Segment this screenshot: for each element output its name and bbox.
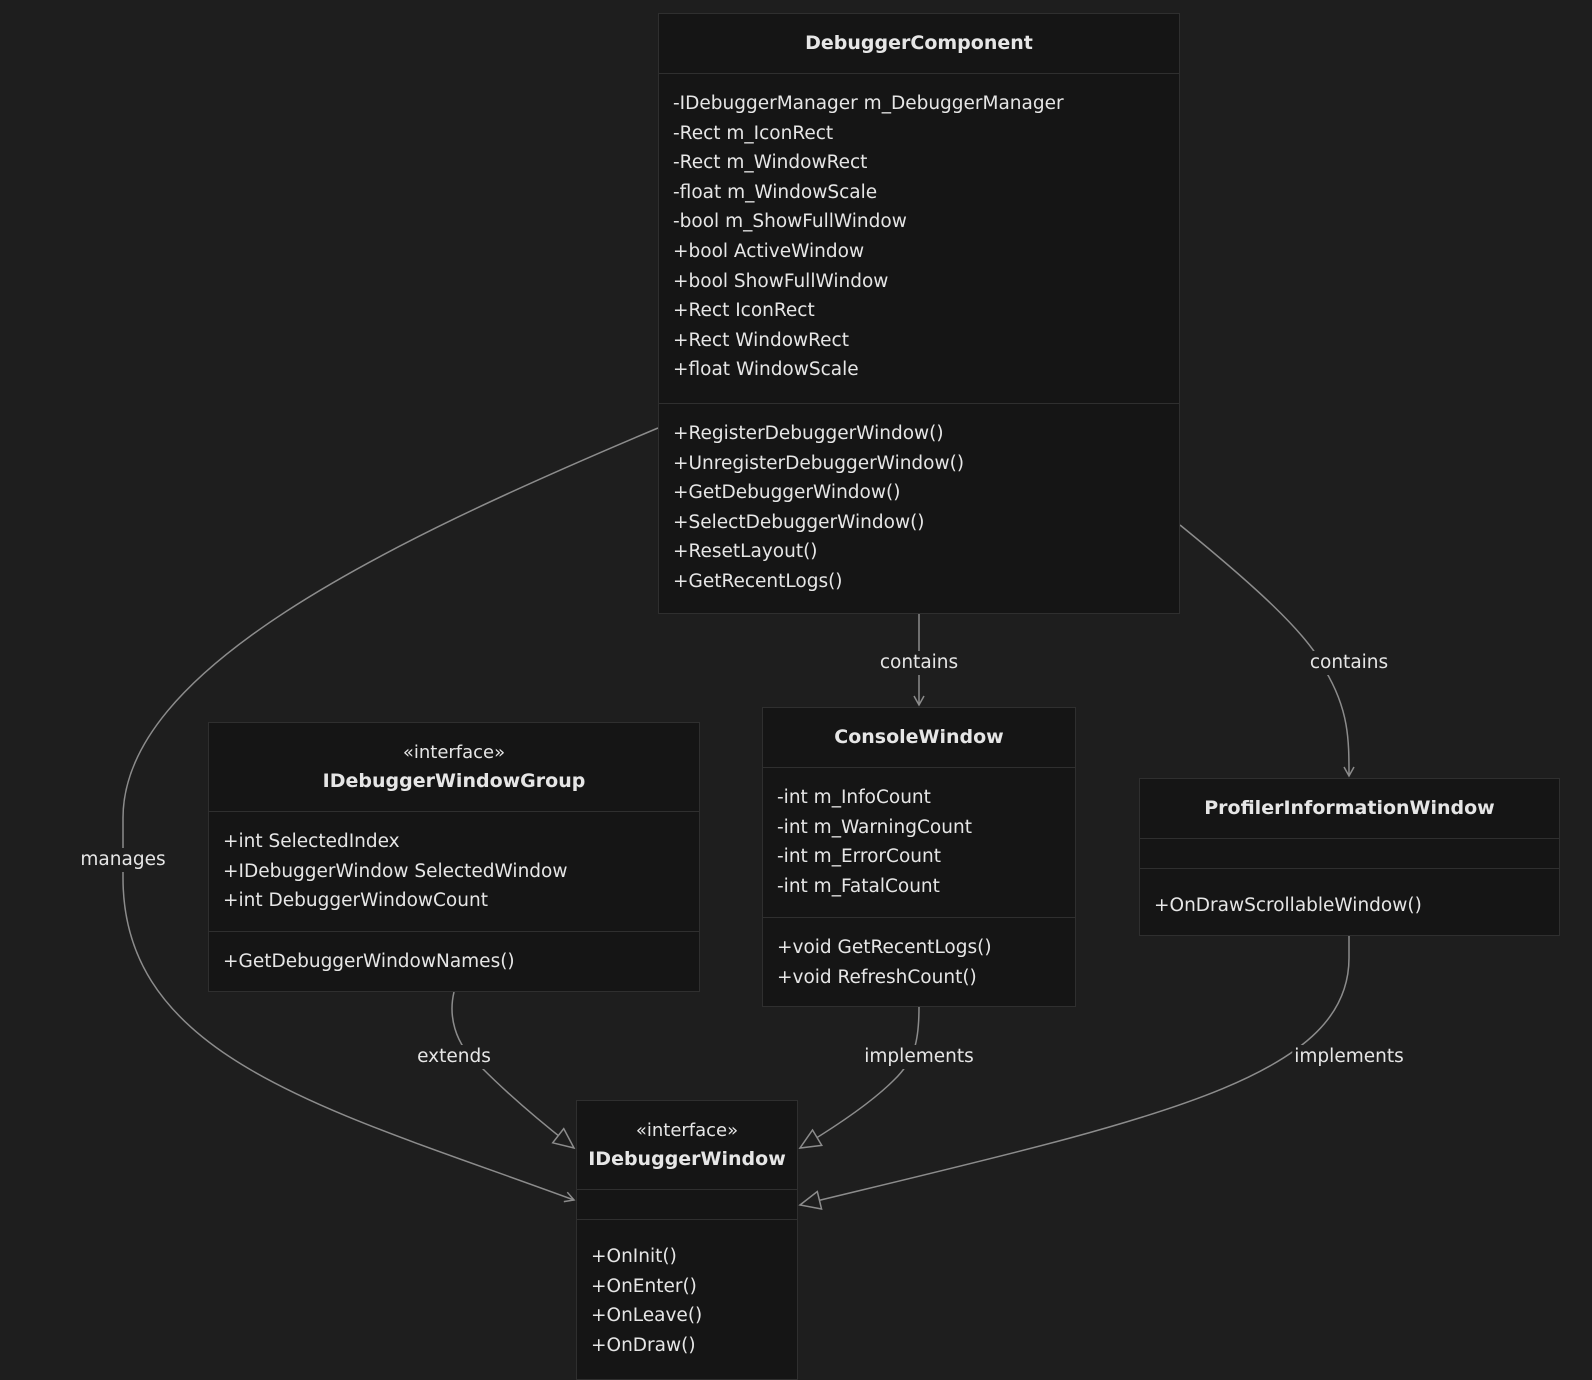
methods-section: +void GetRecentLogs() +void RefreshCount…: [763, 918, 1075, 992]
edge-label-contains-profiler: contains: [1307, 651, 1391, 675]
attribute: -float m_WindowScale: [673, 181, 878, 203]
attributes-section: -IDebuggerManager m_DebuggerManager -Rec…: [659, 74, 1179, 404]
attributes-section: -int m_InfoCount -int m_WarningCount -in…: [763, 768, 1075, 918]
method: +OnDraw(): [591, 1334, 696, 1356]
attribute: -IDebuggerManager m_DebuggerManager: [673, 93, 1064, 114]
edge-implements-console: [800, 1006, 920, 1148]
attribute: +bool ShowFullWindow: [673, 270, 889, 292]
class-idebugger-window-group[interactable]: «interface» IDebuggerWindowGroup +int Se…: [208, 722, 700, 992]
methods-section: +OnInit() +OnEnter() +OnLeave() +OnDraw(…: [577, 1220, 797, 1360]
method: +OnEnter(): [591, 1275, 697, 1297]
edge-label-implements-profiler: implements: [1292, 1045, 1406, 1069]
methods-section: +GetDebuggerWindowNames(): [209, 932, 699, 977]
edge-label-implements-console: implements: [862, 1045, 976, 1069]
attribute: +Rect IconRect: [673, 300, 815, 322]
attribute: -Rect m_WindowRect: [673, 152, 868, 174]
method: +UnregisterDebuggerWindow(): [673, 452, 965, 474]
attribute: -int m_FatalCount: [777, 875, 940, 897]
attribute: -Rect m_IconRect: [673, 122, 834, 144]
class-debugger-component[interactable]: DebuggerComponent -IDebuggerManager m_De…: [658, 13, 1180, 614]
edge-extends: [451, 991, 574, 1148]
class-console-window[interactable]: ConsoleWindow -int m_InfoCount -int m_Wa…: [762, 707, 1076, 1007]
method: +OnLeave(): [591, 1305, 703, 1327]
attribute: +Rect WindowRect: [673, 329, 849, 351]
attribute: +int DebuggerWindowCount: [223, 890, 488, 912]
class-name: ConsoleWindow: [834, 726, 1004, 748]
method: +ResetLayout(): [673, 541, 818, 563]
attribute: +int SelectedIndex: [223, 831, 400, 852]
methods-section: +OnDrawScrollableWindow(): [1140, 869, 1559, 921]
class-idebugger-window[interactable]: «interface» IDebuggerWindow +OnInit() +O…: [576, 1100, 798, 1380]
attribute: -int m_InfoCount: [777, 787, 931, 808]
method: +void RefreshCount(): [777, 966, 977, 988]
class-header: «interface» IDebuggerWindowGroup: [209, 723, 699, 812]
edge-label-manages: manages: [78, 848, 168, 872]
class-profiler-information-window[interactable]: ProfilerInformationWindow +OnDrawScrolla…: [1139, 778, 1560, 936]
class-header: ConsoleWindow: [763, 708, 1075, 768]
attribute: +IDebuggerWindow SelectedWindow: [223, 860, 568, 882]
methods-section: +RegisterDebuggerWindow() +UnregisterDeb…: [659, 404, 1179, 597]
stereotype-label: «interface»: [635, 1120, 739, 1141]
method: +GetRecentLogs(): [673, 570, 843, 592]
class-name: ProfilerInformationWindow: [1204, 797, 1495, 819]
attributes-section: [577, 1190, 797, 1220]
class-name: DebuggerComponent: [805, 32, 1033, 54]
class-name: IDebuggerWindow: [588, 1148, 786, 1170]
class-name: IDebuggerWindowGroup: [322, 770, 586, 792]
method: +RegisterDebuggerWindow(): [673, 423, 944, 444]
attributes-section: [1140, 839, 1559, 869]
stereotype-label: «interface»: [402, 742, 506, 763]
edge-label-contains-console: contains: [877, 651, 961, 675]
attribute: +bool ActiveWindow: [673, 240, 865, 262]
attribute: +float WindowScale: [673, 359, 859, 381]
method: +GetDebuggerWindow(): [673, 482, 901, 504]
attributes-section: +int SelectedIndex +IDebuggerWindow Sele…: [209, 812, 699, 932]
class-header: ProfilerInformationWindow: [1140, 779, 1559, 839]
method: +OnDrawScrollableWindow(): [1154, 895, 1422, 916]
class-header: DebuggerComponent: [659, 14, 1179, 74]
edge-label-extends: extends: [415, 1045, 493, 1069]
method: +OnInit(): [591, 1246, 677, 1267]
class-header: «interface» IDebuggerWindow: [577, 1101, 797, 1190]
attribute: -int m_WarningCount: [777, 816, 972, 838]
attribute: -bool m_ShowFullWindow: [673, 211, 907, 233]
attribute: -int m_ErrorCount: [777, 846, 941, 868]
method: +GetDebuggerWindowNames(): [223, 951, 515, 972]
method: +void GetRecentLogs(): [777, 937, 992, 958]
method: +SelectDebuggerWindow(): [673, 511, 925, 533]
